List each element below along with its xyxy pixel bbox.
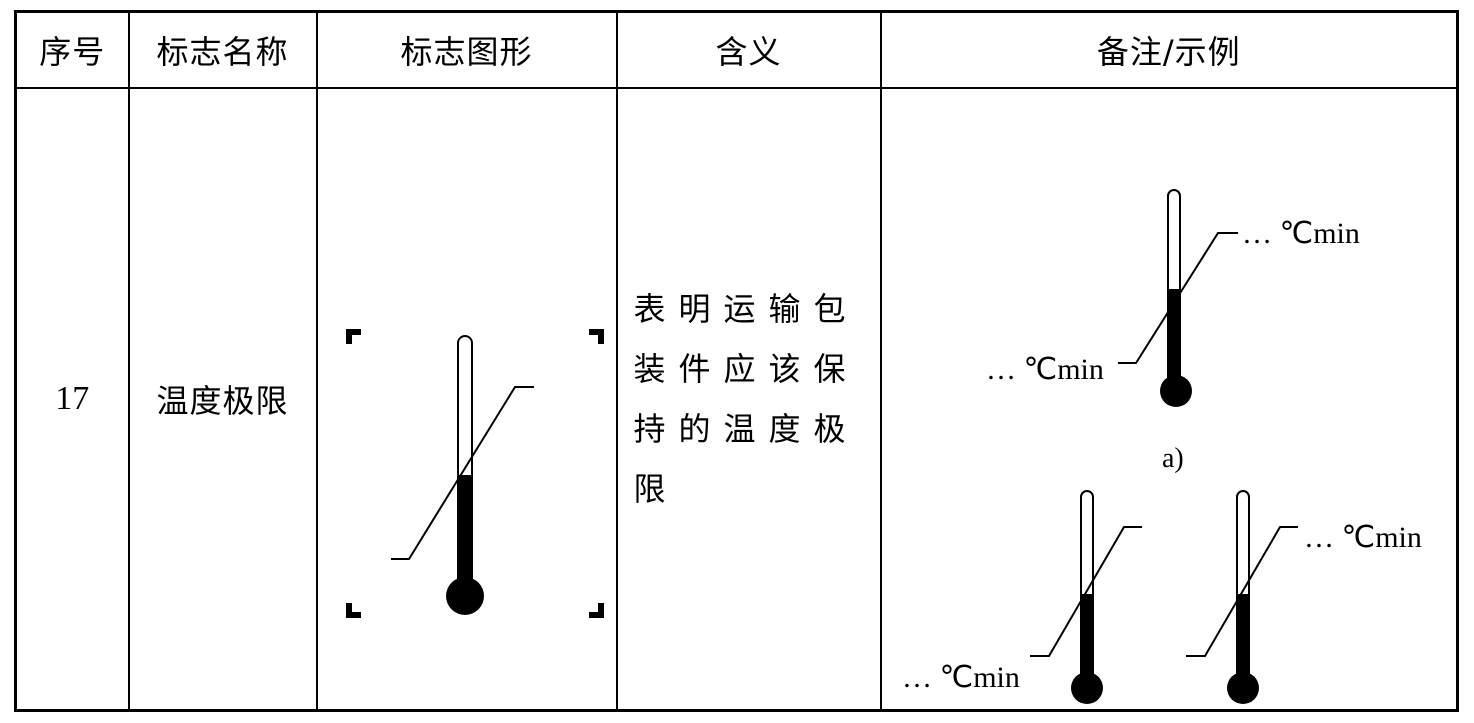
header-serial-number: 序号 — [14, 10, 130, 89]
meaning-text: 表明运输包装件应该保持的温度极限 — [633, 290, 859, 508]
cell-symbol-name: 温度极限 — [127, 87, 318, 712]
cell-meaning: 表明运输包装件应该保持的温度极限 — [615, 87, 882, 712]
bracket-top-left — [345, 329, 361, 344]
thermometer-bulb — [445, 577, 484, 615]
example-b-right-limit-line — [1185, 526, 1298, 657]
example-a-limit-line — [1117, 232, 1238, 364]
example-a-fill — [1167, 289, 1180, 384]
example-b-right-fill — [1236, 594, 1249, 684]
example-b-left-limit-line — [1029, 526, 1142, 657]
cell-symbol-graphic — [315, 87, 618, 712]
header-meaning: 含义 — [615, 10, 882, 89]
example-a-upper-label: … ℃min — [1242, 217, 1360, 250]
bracket-bottom-right — [588, 603, 604, 618]
header-row: 序号 标志名称 标志图形 含义 备注/示例 — [14, 10, 1459, 89]
thermometer-temperature-limit-icon — [345, 329, 604, 618]
table-row: 17 温度极限 — [14, 87, 1459, 712]
thermometer-fill — [457, 475, 472, 583]
example-a-caption: a) — [1162, 443, 1184, 474]
header-symbol-graphic: 标志图形 — [315, 10, 618, 89]
header-notes-examples: 备注/示例 — [879, 10, 1459, 89]
limit-line — [390, 386, 534, 560]
header-symbol-name: 标志名称 — [127, 10, 318, 89]
thermometer-lower-limit-icon: … ℃min — [902, 490, 1142, 704]
thermometer-upper-limit-icon: … ℃min — [1185, 490, 1422, 704]
examples-figure: … ℃min … ℃min a) … ℃min — [902, 189, 1422, 704]
symbol-spec-table: 序号 标志名称 标志图形 含义 备注/示例 17 温度极限 — [14, 10, 1459, 712]
example-b-left-fill — [1080, 594, 1093, 684]
cell-notes-examples: … ℃min … ℃min a) … ℃min — [879, 87, 1459, 712]
example-b-left-label: … ℃min — [902, 661, 1020, 694]
example-b-right-label: … ℃min — [1304, 521, 1422, 554]
example-a-bulb — [1159, 375, 1192, 407]
cell-serial-number: 17 — [14, 87, 130, 712]
bracket-top-right — [588, 329, 604, 344]
example-b-left-bulb — [1070, 672, 1103, 704]
thermometer-two-limits-icon: … ℃min … ℃min a) — [986, 189, 1360, 474]
bracket-bottom-left — [345, 603, 361, 618]
example-b-right-bulb — [1226, 672, 1259, 704]
example-a-lower-label: … ℃min — [986, 353, 1104, 386]
